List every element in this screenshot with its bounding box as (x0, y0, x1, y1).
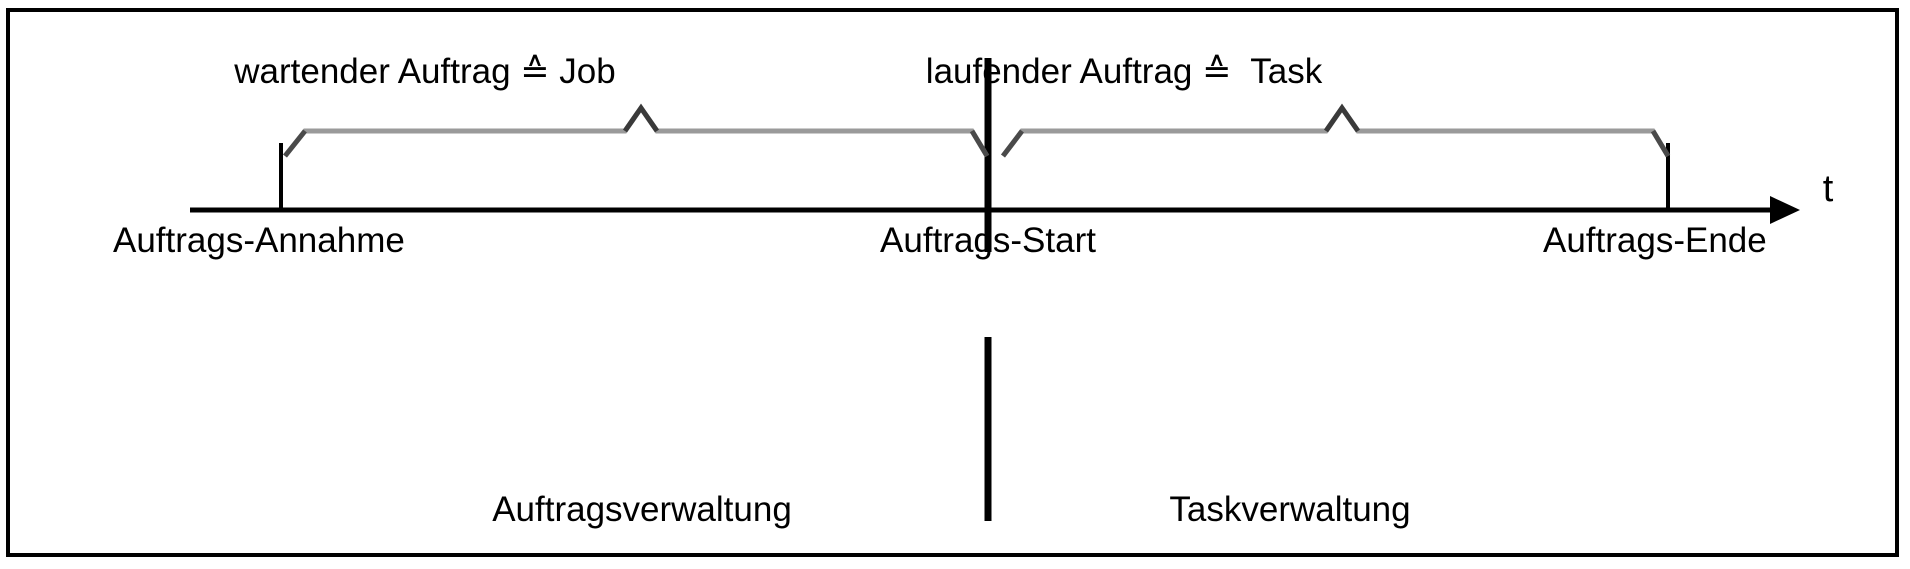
zone-label-taskverwaltung: Taskverwaltung (1169, 490, 1411, 529)
time-axis-arrowhead (1770, 196, 1800, 224)
diagram-frame (6, 8, 1899, 557)
brace-running-right-tip (1650, 129, 1671, 158)
brace-label-waiting: wartender Auftrag ≙ Job (234, 52, 616, 91)
axis-label-t: t (1822, 168, 1834, 210)
brace-running (1001, 103, 1671, 158)
brace-running-left-tip (1001, 129, 1024, 158)
brace-label-running: laufender Auftrag ≙ Task (925, 52, 1323, 91)
zone-label-auftragsverwaltung: Auftragsverwaltung (492, 490, 792, 529)
brace-waiting-center-peak (622, 103, 660, 133)
brace-waiting (283, 103, 990, 158)
brace-running-center-peak (1323, 103, 1361, 133)
time-axis (190, 196, 1800, 224)
brace-waiting-right-tip (969, 129, 990, 158)
brace-waiting-left-tip (283, 129, 307, 158)
event-label-auftrags-start: Auftrags-Start (880, 221, 1096, 260)
event-label-auftrags-ende: Auftrags-Ende (1543, 221, 1767, 260)
event-label-auftrags-annahme: Auftrags-Annahme (113, 221, 405, 260)
